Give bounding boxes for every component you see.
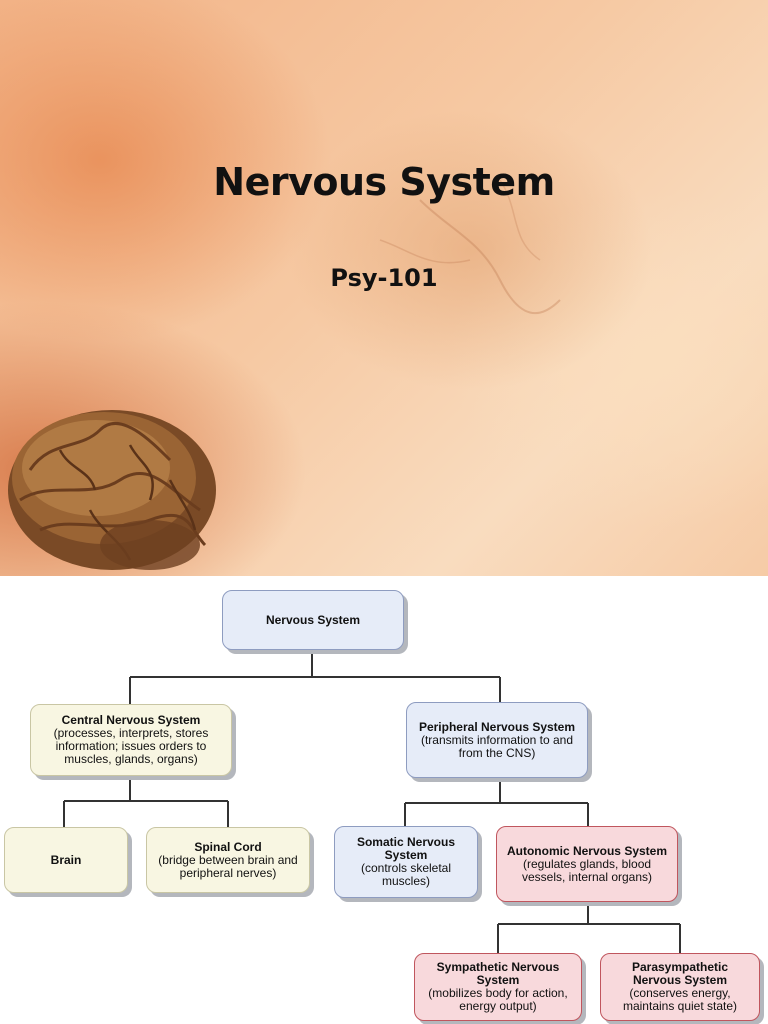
node-label: Autonomic Nervous System [506,843,668,858]
title-slide: Nervous System Psy-101 [0,0,768,576]
node-spinal-cord: Spinal Cord (bridge between brain and pe… [146,827,310,893]
node-description: (processes, interprets, stores informati… [53,726,209,766]
node-label: Central Nervous System [61,713,201,727]
slide-subtitle: Psy-101 [330,264,438,292]
slide-title: Nervous System [213,160,555,204]
brain-image [8,410,216,570]
node-description: (conserves energy, maintains quiet state… [622,986,738,1013]
nervous-system-diagram: Nervous System Central Nervous System (p… [0,576,768,1024]
node-label: Somatic Nervous System [356,835,456,862]
node-label: Sympathetic Nervous System [436,960,560,987]
node-description: (transmits information to and from the C… [420,732,574,760]
node-peripheral-nervous-system: Peripheral Nervous System (transmits inf… [406,702,588,778]
node-label: Parasympathetic Nervous System [631,960,729,987]
node-sympathetic-nervous-system: Sympathetic Nervous System (mobilizes bo… [414,953,582,1021]
node-somatic-nervous-system: Somatic Nervous System (controls skeleta… [334,826,478,898]
node-parasympathetic-nervous-system: Parasympathetic Nervous System (conserve… [600,953,760,1021]
node-nervous-system: Nervous System [222,590,404,650]
node-label: Brain [50,852,82,867]
node-autonomic-nervous-system: Autonomic Nervous System (regulates glan… [496,826,678,902]
node-label: Nervous System [265,612,361,627]
slide-background-art [8,179,561,570]
node-brain: Brain [4,827,128,893]
node-description: (mobilizes body for action, energy outpu… [428,986,568,1013]
node-central-nervous-system: Central Nervous System (processes, inter… [30,704,232,776]
node-label: Spinal Cord [194,839,262,854]
node-description: (regulates glands, blood vessels, intern… [521,856,653,884]
node-label: Peripheral Nervous System [418,719,576,734]
node-description: (controls skeletal muscles) [360,861,452,888]
connector-lines [63,650,681,953]
node-description: (bridge between brain and peripheral ner… [158,852,298,880]
